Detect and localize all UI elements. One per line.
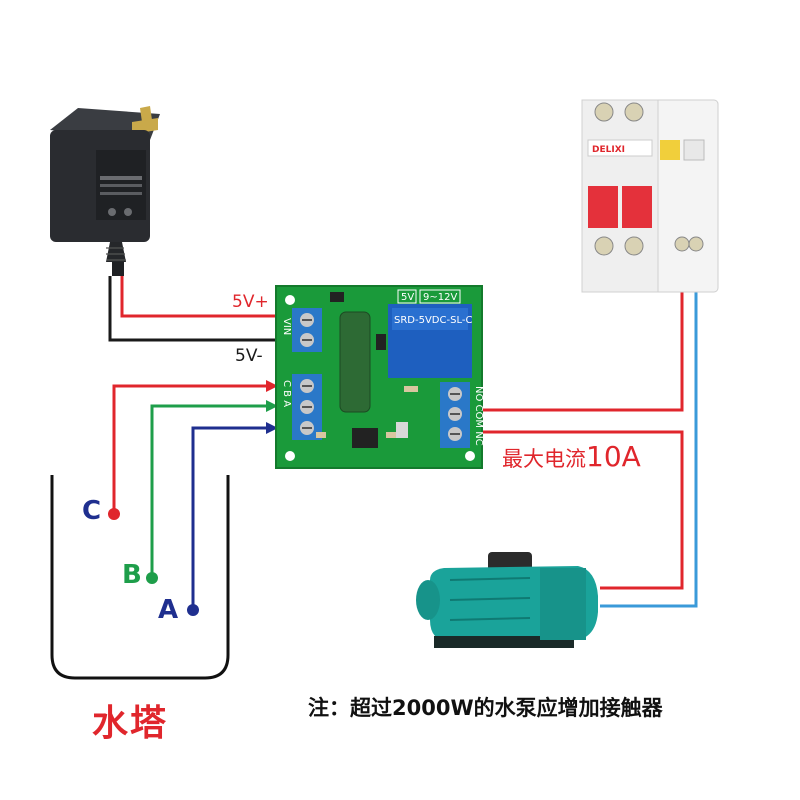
red-wire-relay-to-pump (476, 430, 684, 590)
red-wire-5v-plus (120, 276, 290, 318)
probe-arrows (266, 380, 278, 434)
max-current-label: 最大电流10A (502, 440, 641, 473)
relay-board-icon (275, 285, 483, 469)
breaker-brand: DELIXI (592, 145, 625, 155)
relay-model-label: SRD-5VDC-SL-C (394, 315, 472, 326)
black-wire-5v-minus (108, 276, 290, 342)
red-wire-breaker-to-relay (476, 258, 684, 412)
relay-board-text: 5V 9~12V SRD-5VDC-SL-C VIN C B A NO COM … (281, 292, 484, 446)
red-probe-wire (112, 384, 268, 512)
probe-label-b: B (122, 560, 142, 590)
water-pump-icon (416, 552, 598, 648)
water-tower-icon (50, 475, 230, 680)
adapter-wires (108, 276, 290, 342)
max-current-prefix: 最大电流 (502, 447, 586, 471)
blue-probe-wire (191, 426, 268, 608)
cba-label: C B A (281, 380, 292, 407)
tower-label: 水塔 (92, 703, 169, 744)
probe-label-c: C (82, 496, 102, 526)
label-5v-plus: 5V+ (232, 292, 269, 312)
green-probe-wire (150, 404, 268, 576)
circuit-breaker-icon (581, 99, 719, 293)
pump-note: 注：超过2000W的水泵应增加接触器 (308, 696, 663, 720)
board-5v-label: 5V (401, 292, 414, 303)
output-wires (476, 258, 698, 608)
board-range-label: 9~12V (423, 292, 457, 303)
power-adapter-icon (50, 106, 160, 276)
probe-label-a: A (158, 595, 179, 625)
label-5v-minus: 5V- (235, 346, 263, 366)
vin-label: VIN (281, 318, 292, 335)
max-current-value: 10A (586, 440, 641, 473)
probe-dots (108, 508, 199, 616)
output-terminal-label: NO COM NC (473, 386, 484, 446)
blue-wire-breaker-to-pump (600, 258, 698, 608)
probe-wires (112, 384, 268, 608)
